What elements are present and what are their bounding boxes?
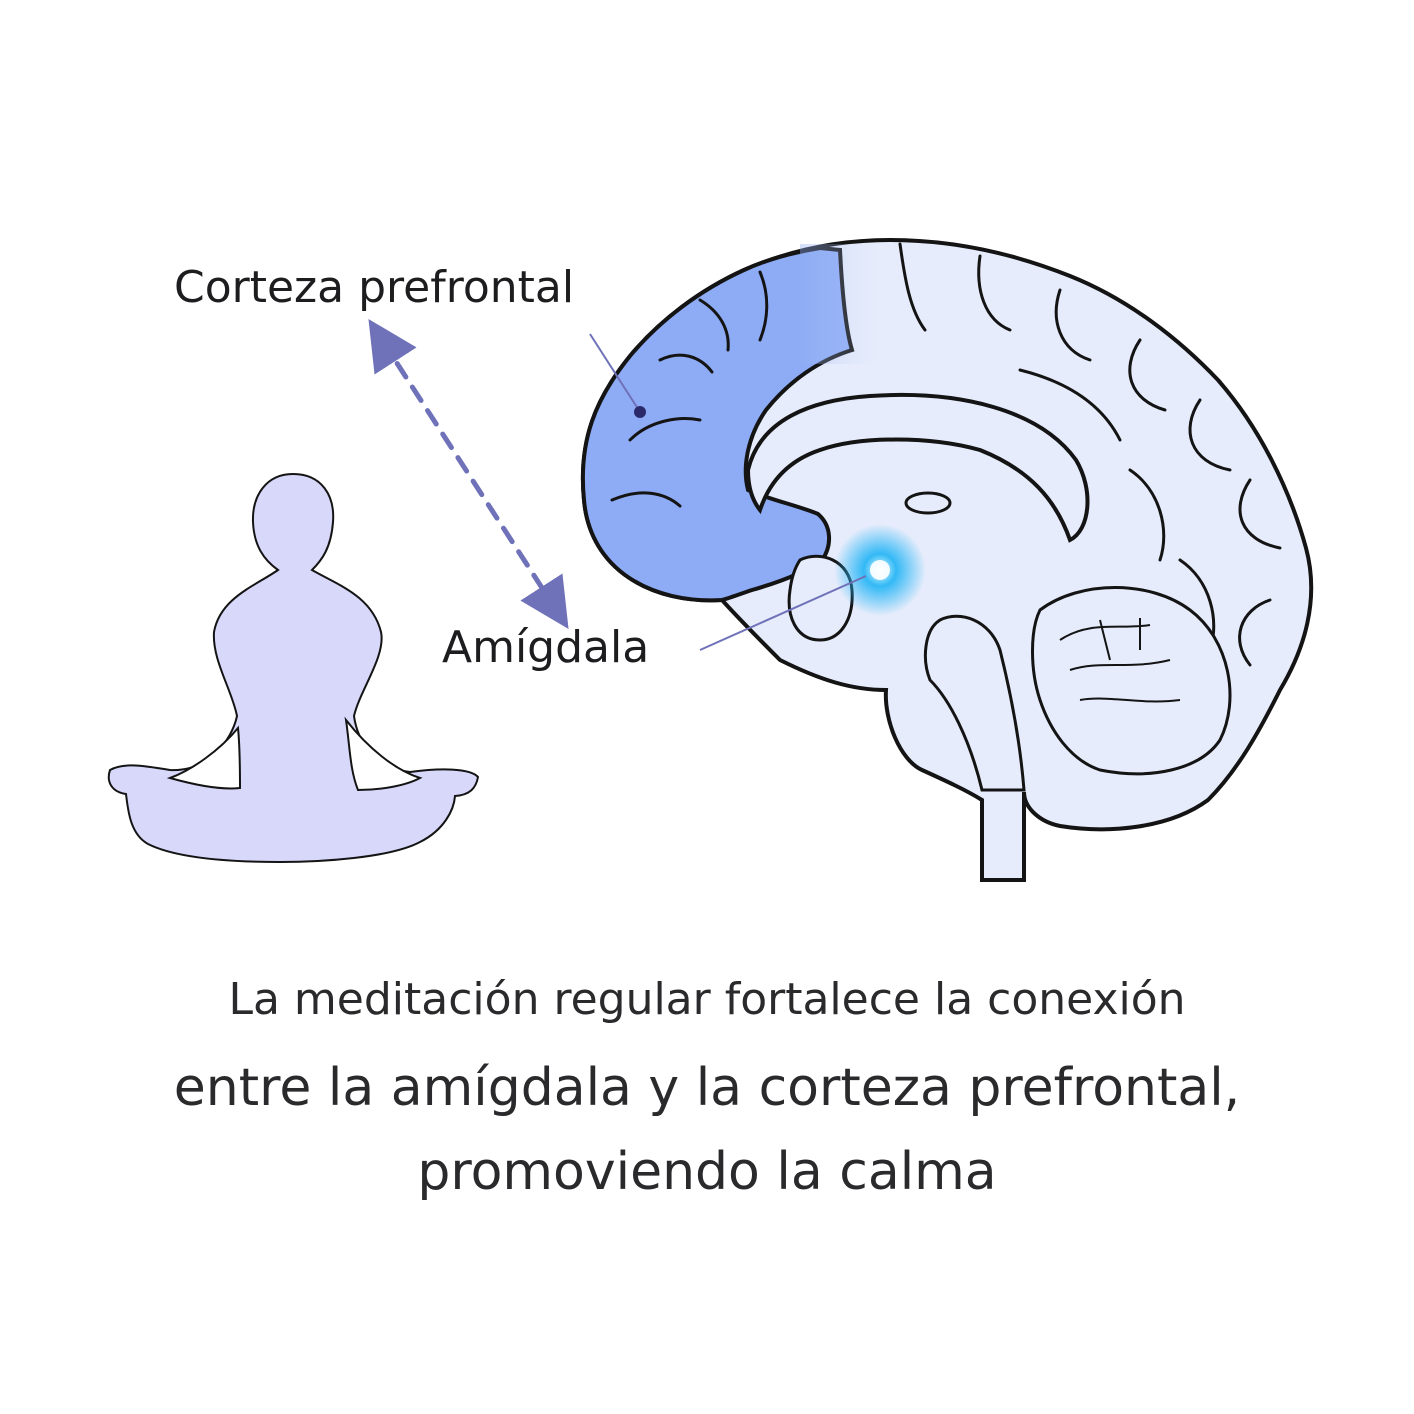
brainstem (923, 614, 1026, 792)
corpus-callosum (745, 392, 1090, 543)
prefrontal-fade (800, 244, 890, 364)
meditator-silhouette (107, 472, 480, 864)
prefrontal-pointer (589, 333, 641, 413)
ventricle (904, 491, 952, 515)
cerebellum (1031, 586, 1232, 776)
caption-line-1: La meditación regular fortalece la conex… (228, 974, 1186, 1025)
brain-gyri (610, 242, 1282, 667)
caption-line-2: entre la amígdala y la corteza prefronta… (173, 1058, 1241, 1118)
brain-icon (580, 237, 1314, 882)
amygdala-core (870, 560, 890, 580)
caption-line-3: promoviendo la calma (417, 1142, 997, 1202)
connection-arrow (368, 318, 569, 630)
prefrontal-cortex-label: Corteza prefrontal (174, 262, 575, 313)
amygdala-pointer (699, 575, 867, 651)
meditator-right-gap (344, 716, 423, 792)
prefrontal-pointer-dot (634, 406, 646, 418)
amygdala-label: Amígdala (442, 622, 650, 673)
meditator-icon (107, 472, 480, 864)
cerebellum-arbor (1059, 618, 1181, 703)
meditator-left-gap (166, 725, 242, 790)
